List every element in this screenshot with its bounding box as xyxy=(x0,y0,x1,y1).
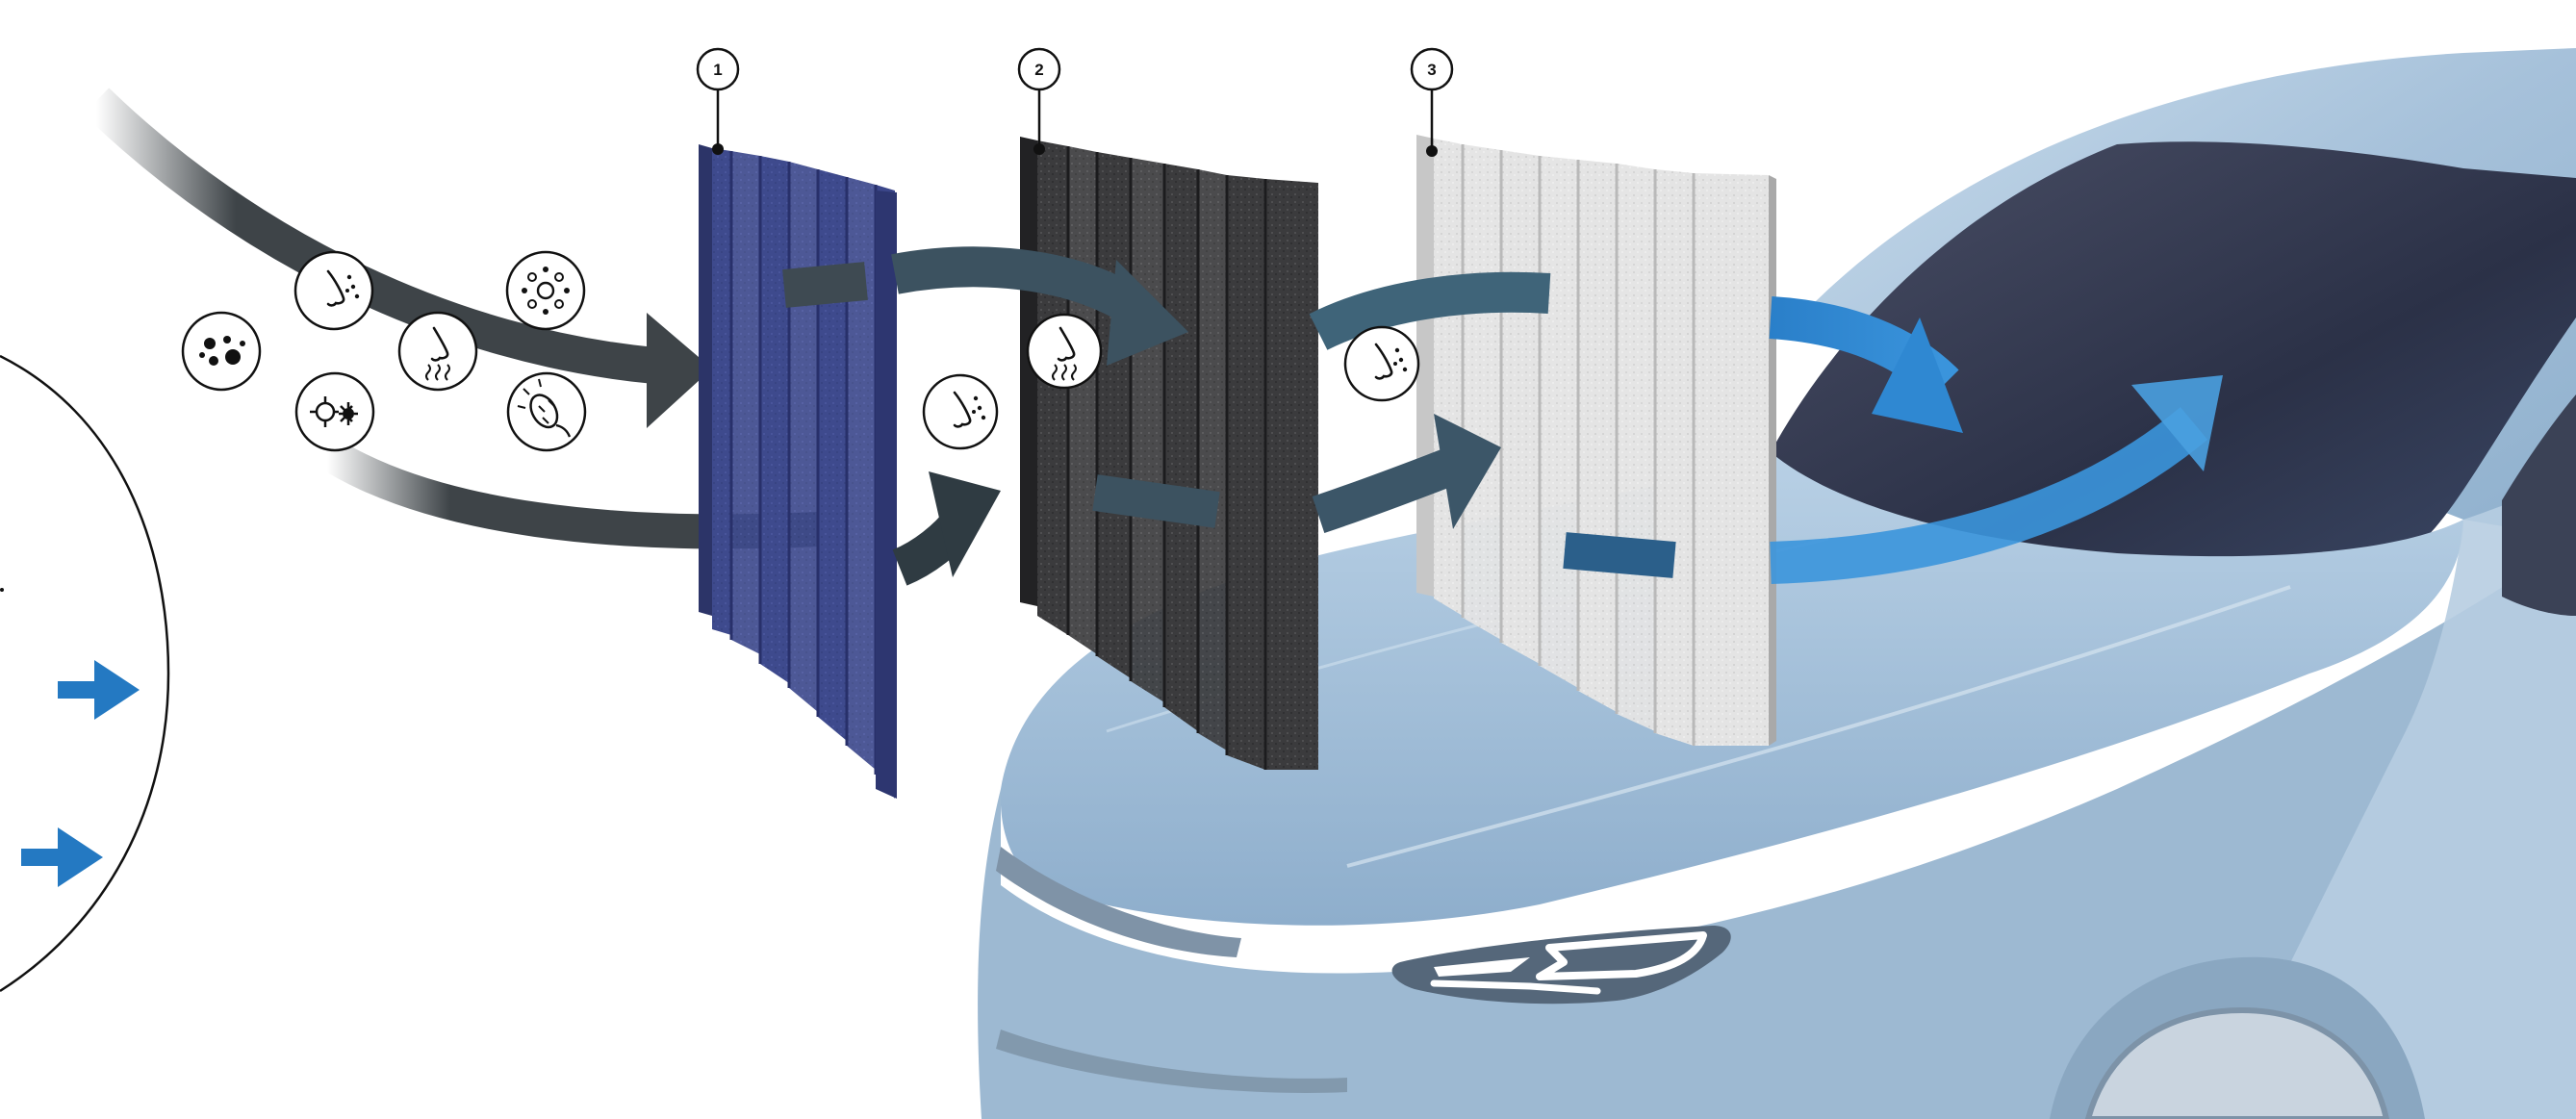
clean-air-upper-arrowhead xyxy=(1872,318,1963,433)
filtered-pollutant-icons xyxy=(922,313,1420,450)
bacteria-icon xyxy=(506,371,587,452)
particulate-icon xyxy=(181,311,262,392)
clean-air-flow xyxy=(1769,296,2223,584)
pollen-icon xyxy=(505,250,586,331)
filter-layer-1 xyxy=(699,144,897,799)
legend-panel xyxy=(0,354,170,993)
layer-number-1: 1 xyxy=(713,61,722,79)
virus-icon xyxy=(294,371,375,452)
dirty-air-upper-arrowhead xyxy=(647,313,712,428)
layer-callout-1: 1 xyxy=(696,47,740,155)
layer-callout-3: 3 xyxy=(1410,47,1454,157)
windshield xyxy=(1771,141,2576,568)
odor-icon xyxy=(397,311,478,392)
incoming-pollutant-icons xyxy=(181,250,587,452)
car-lower-grille xyxy=(996,1030,1347,1093)
flow-2-3-upper xyxy=(1309,271,1551,350)
flow-between-layers xyxy=(782,246,1676,586)
a-pillar xyxy=(2502,394,2576,616)
dirty-air-upper-stream xyxy=(83,88,656,384)
odor-particles-icon xyxy=(293,250,374,331)
odor-particles-icon xyxy=(1343,325,1420,402)
blue-arrow-icon xyxy=(21,827,103,887)
odor-particles-icon xyxy=(922,373,999,450)
car-side xyxy=(2213,476,2576,1119)
layer-callout-2: 2 xyxy=(1017,47,1061,155)
headlight xyxy=(1391,926,1731,1005)
blue-arrow-icon xyxy=(58,660,140,720)
layer-number-3: 3 xyxy=(1427,61,1436,79)
car-grille xyxy=(996,847,1241,957)
clean-air-lower xyxy=(1770,407,2208,584)
clean-air-lower-arrowhead xyxy=(2131,375,2223,471)
flow-1-2-upper xyxy=(891,246,1147,325)
odor-icon xyxy=(1026,313,1103,390)
layer-number-2: 2 xyxy=(1034,61,1043,79)
wheel xyxy=(2084,1006,2390,1119)
